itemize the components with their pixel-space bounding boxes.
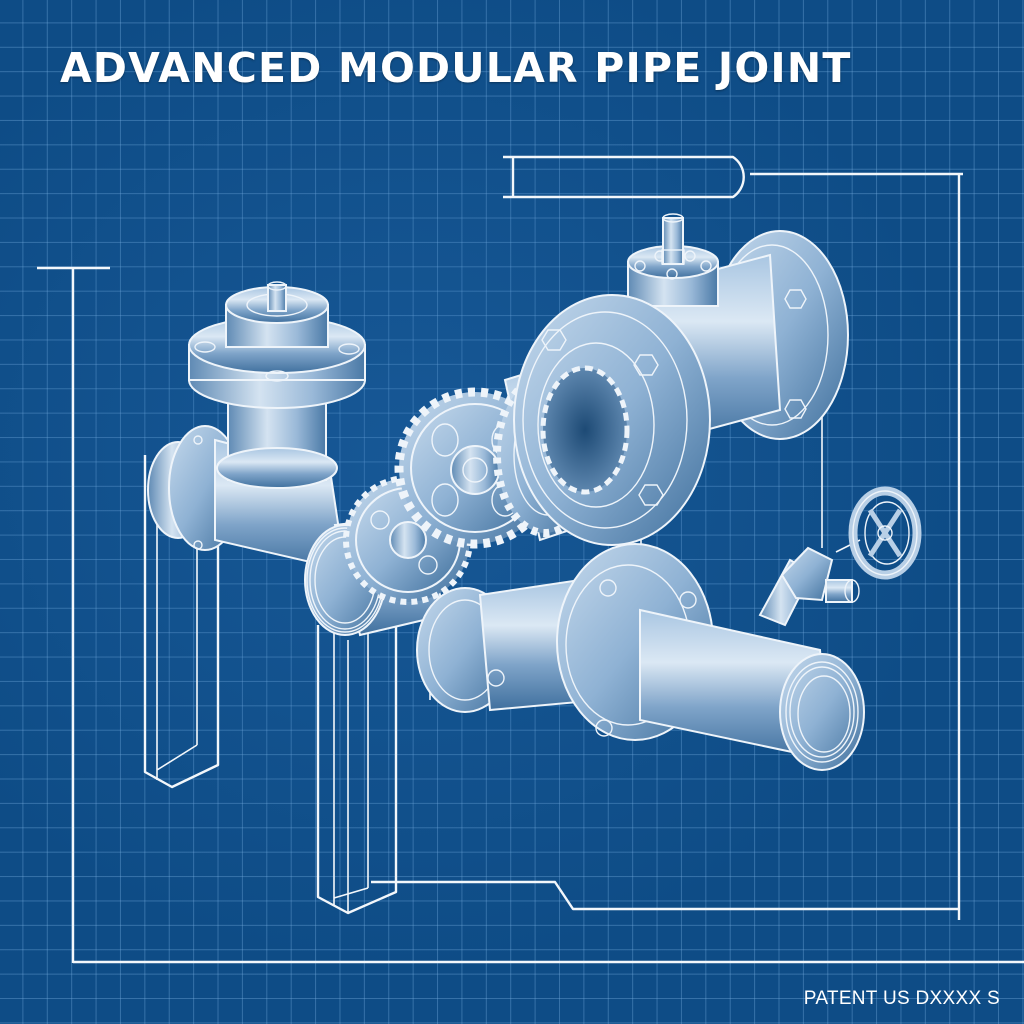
tee-valve [147, 281, 366, 572]
page-title: ADVANCED MODULAR PIPE JOINT [60, 44, 852, 92]
handwheel [848, 486, 922, 580]
flanged-outlet-pipe [416, 543, 865, 771]
patent-label: PATENT US DXXXX S [803, 988, 1000, 1009]
angled-side-valve [758, 539, 861, 627]
flanged-valve-body [513, 213, 849, 546]
